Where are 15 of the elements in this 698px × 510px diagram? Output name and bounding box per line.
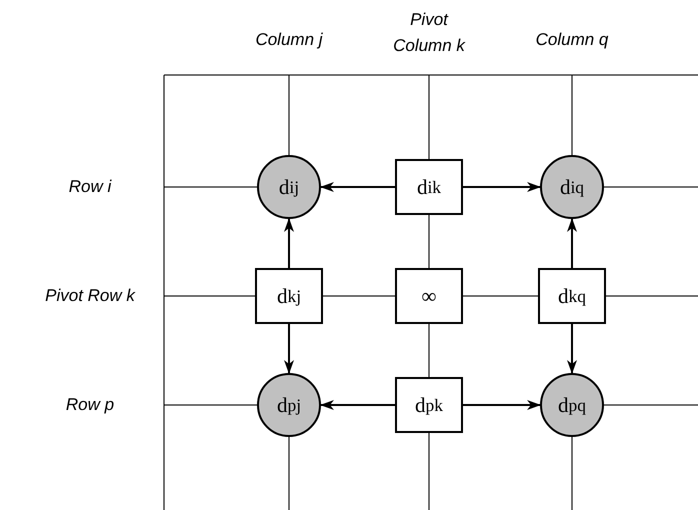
arrow (567, 324, 577, 374)
arrow (463, 400, 541, 410)
column-header: Column j (254, 29, 324, 51)
column-header: Pivot Column k (392, 9, 466, 57)
arrow (320, 182, 395, 192)
arrow (463, 182, 541, 192)
arrow (567, 218, 577, 268)
row-header: Row p (64, 394, 116, 416)
arrow (320, 400, 395, 410)
row-header: Row i (68, 176, 113, 198)
column-header: Column q (534, 29, 610, 51)
row-header: Pivot Row k (44, 285, 136, 307)
arrow (284, 324, 294, 374)
matrix-entry-box: ∞ (395, 268, 463, 324)
arrow (284, 218, 294, 268)
